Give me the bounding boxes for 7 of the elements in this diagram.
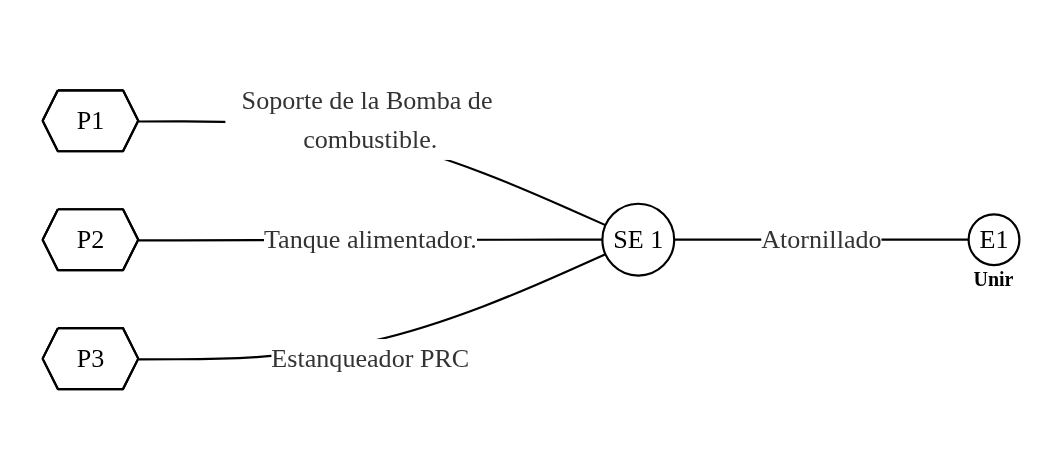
node-caption: Unir xyxy=(973,267,1014,291)
node-circle: SE 1 xyxy=(600,202,675,277)
edge-label: Atornillado xyxy=(760,224,882,254)
edge-label: Tanque alimentador. xyxy=(263,224,477,254)
edge-label: Soporte de la Bomba de combustible. xyxy=(241,86,492,155)
edge-label: Estanqueador PRC xyxy=(270,343,469,373)
node-circle: E1 xyxy=(967,213,1020,267)
